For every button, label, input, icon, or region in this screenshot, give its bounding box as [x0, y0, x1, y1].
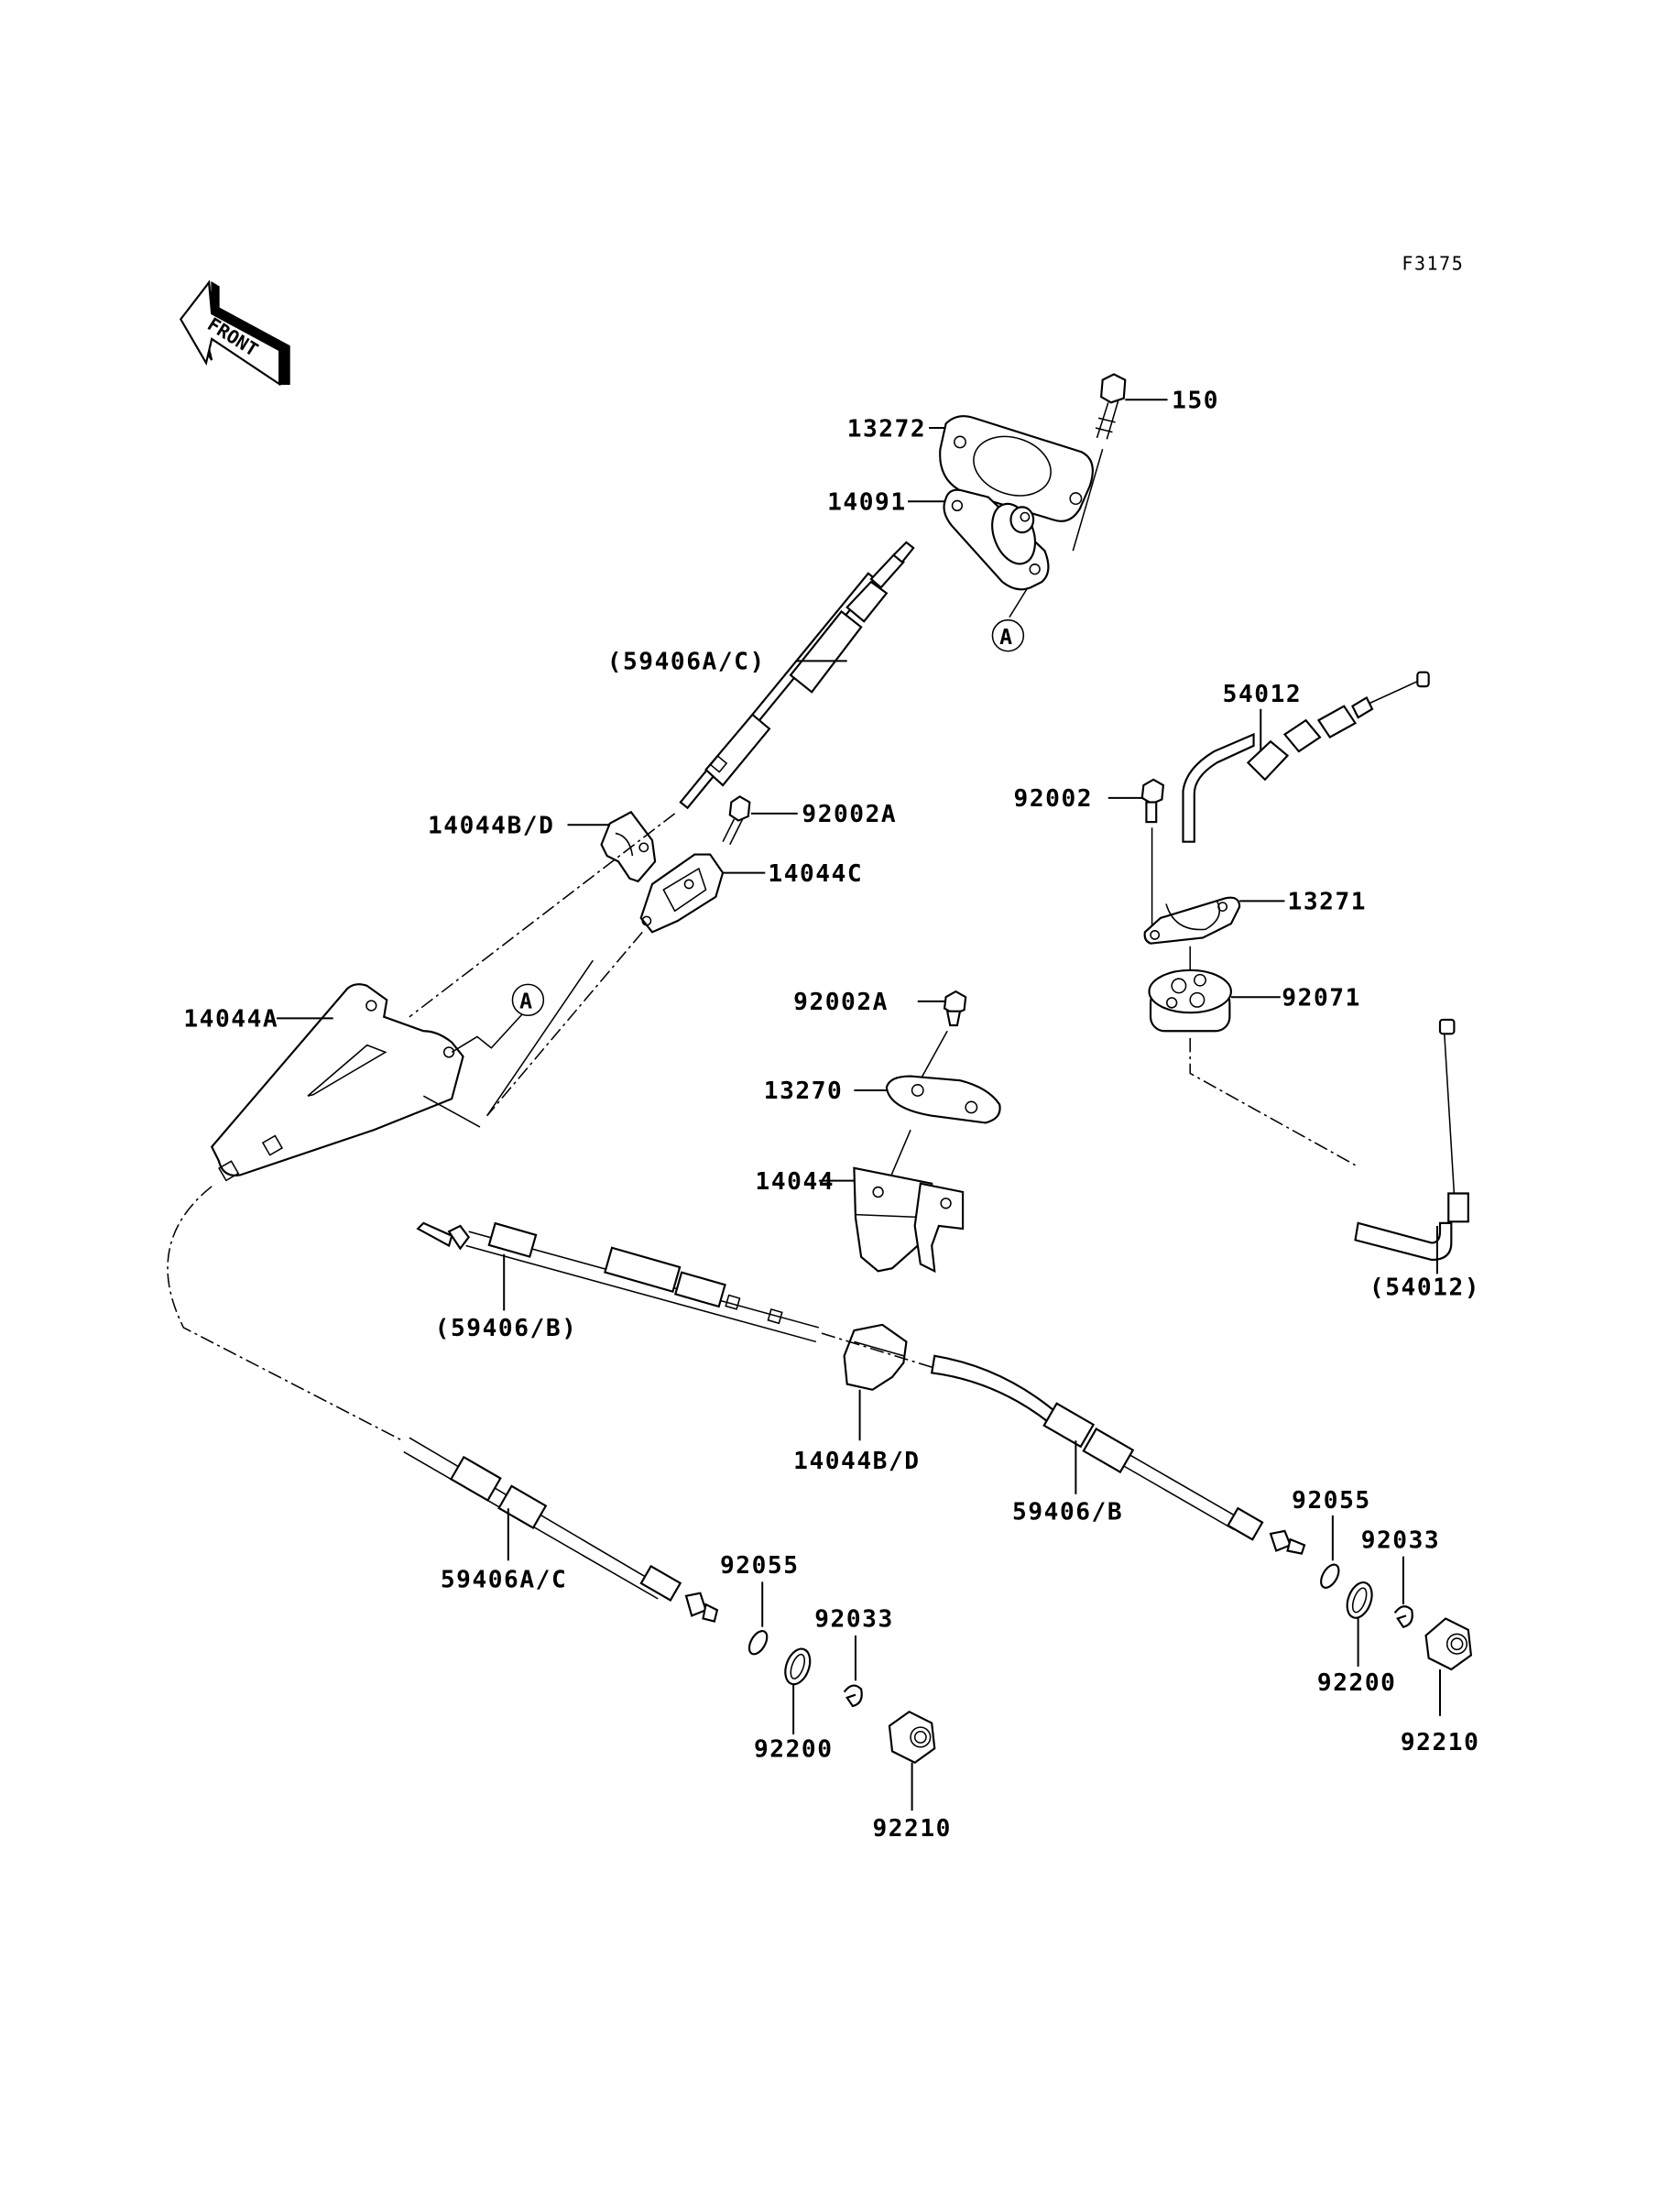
svg-text:A: A [519, 990, 532, 1014]
callout-14044a: 14044A [183, 1006, 278, 1034]
svg-text:A: A [999, 626, 1012, 650]
washer-92200-right[interactable] [1343, 1579, 1377, 1621]
bolt-92002a-lower[interactable] [943, 990, 967, 1027]
cable-59406ac-lower[interactable] [403, 1437, 719, 1623]
reference-marker-a-top: A [991, 618, 1025, 652]
callout-92033-right: 92033 [1361, 1526, 1441, 1554]
callout-54012: 54012 [1223, 681, 1303, 708]
nut-92210-right[interactable] [1424, 1617, 1473, 1671]
callout-92033-left: 92033 [814, 1606, 894, 1634]
cable-54012-end[interactable] [1354, 1018, 1469, 1262]
figure-code: F3175 [1402, 252, 1464, 274]
clip-92033-right[interactable] [1393, 1605, 1413, 1628]
callout-14044bd-upper: 14044B/D [428, 812, 554, 839]
plate-13271[interactable] [1143, 896, 1241, 945]
bracket-14044bd-upper[interactable] [600, 810, 657, 883]
callout-59406ac-lower: 59406A/C [441, 1567, 567, 1594]
callout-92210-left: 92210 [872, 1815, 952, 1843]
oring-92055-left[interactable] [746, 1628, 770, 1657]
callout-92200-right: 92200 [1317, 1669, 1397, 1697]
callout-92210-right: 92210 [1401, 1729, 1480, 1756]
clip-92033-left[interactable] [843, 1684, 863, 1708]
callout-92200-left: 92200 [754, 1736, 834, 1764]
cable-54012[interactable] [1182, 671, 1430, 843]
front-direction-arrow-icon: FRONT [179, 279, 290, 387]
callout-92002: 92002 [1014, 785, 1094, 813]
bolt-92002[interactable] [1140, 778, 1165, 824]
cable-59406b[interactable] [930, 1354, 1306, 1555]
reference-marker-a-left: A [511, 983, 545, 1017]
callout-13270: 13270 [764, 1078, 844, 1105]
callout-92055-right: 92055 [1292, 1487, 1371, 1515]
cable-59406ac-upper[interactable] [679, 541, 915, 810]
callout-13272: 13272 [847, 415, 927, 443]
grommet-92071[interactable] [1148, 968, 1232, 1033]
oring-92055-right[interactable] [1317, 1561, 1342, 1591]
callout-59406ac-upper: (59406A/C) [607, 649, 766, 676]
plate-13270[interactable] [885, 1075, 1001, 1124]
callout-13271: 13271 [1288, 889, 1368, 916]
bolt-92002a-upper[interactable] [722, 795, 751, 846]
cable-59406b-upper[interactable] [416, 1221, 820, 1343]
callout-14044: 14044 [756, 1168, 835, 1196]
callout-92055-left: 92055 [720, 1552, 800, 1580]
bracket-14044a[interactable] [210, 983, 464, 1182]
washer-92200-left[interactable] [780, 1646, 814, 1688]
holder-14091[interactable] [943, 488, 1050, 591]
callout-59406b: 59406/B [1012, 1499, 1123, 1526]
bolt-150[interactable] [1095, 373, 1127, 440]
bracket-14044c[interactable] [639, 853, 725, 934]
callout-150: 150 [1172, 387, 1219, 414]
bracket-14044[interactable] [853, 1166, 965, 1274]
callout-14044bd-lower: 14044B/D [793, 1448, 920, 1475]
callout-54012-paren: (54012) [1369, 1274, 1480, 1301]
callout-59406b-paren: (59406/B) [435, 1315, 578, 1342]
callout-92071: 92071 [1282, 984, 1361, 1012]
callout-14091: 14091 [827, 488, 907, 516]
callout-92002a-upper: 92002A [802, 801, 897, 828]
callout-14044c: 14044C [768, 860, 863, 888]
bracket-14044bd-lower[interactable] [843, 1323, 908, 1391]
callout-92002a-lower: 92002A [793, 989, 889, 1016]
nut-92210-left[interactable] [888, 1710, 936, 1764]
